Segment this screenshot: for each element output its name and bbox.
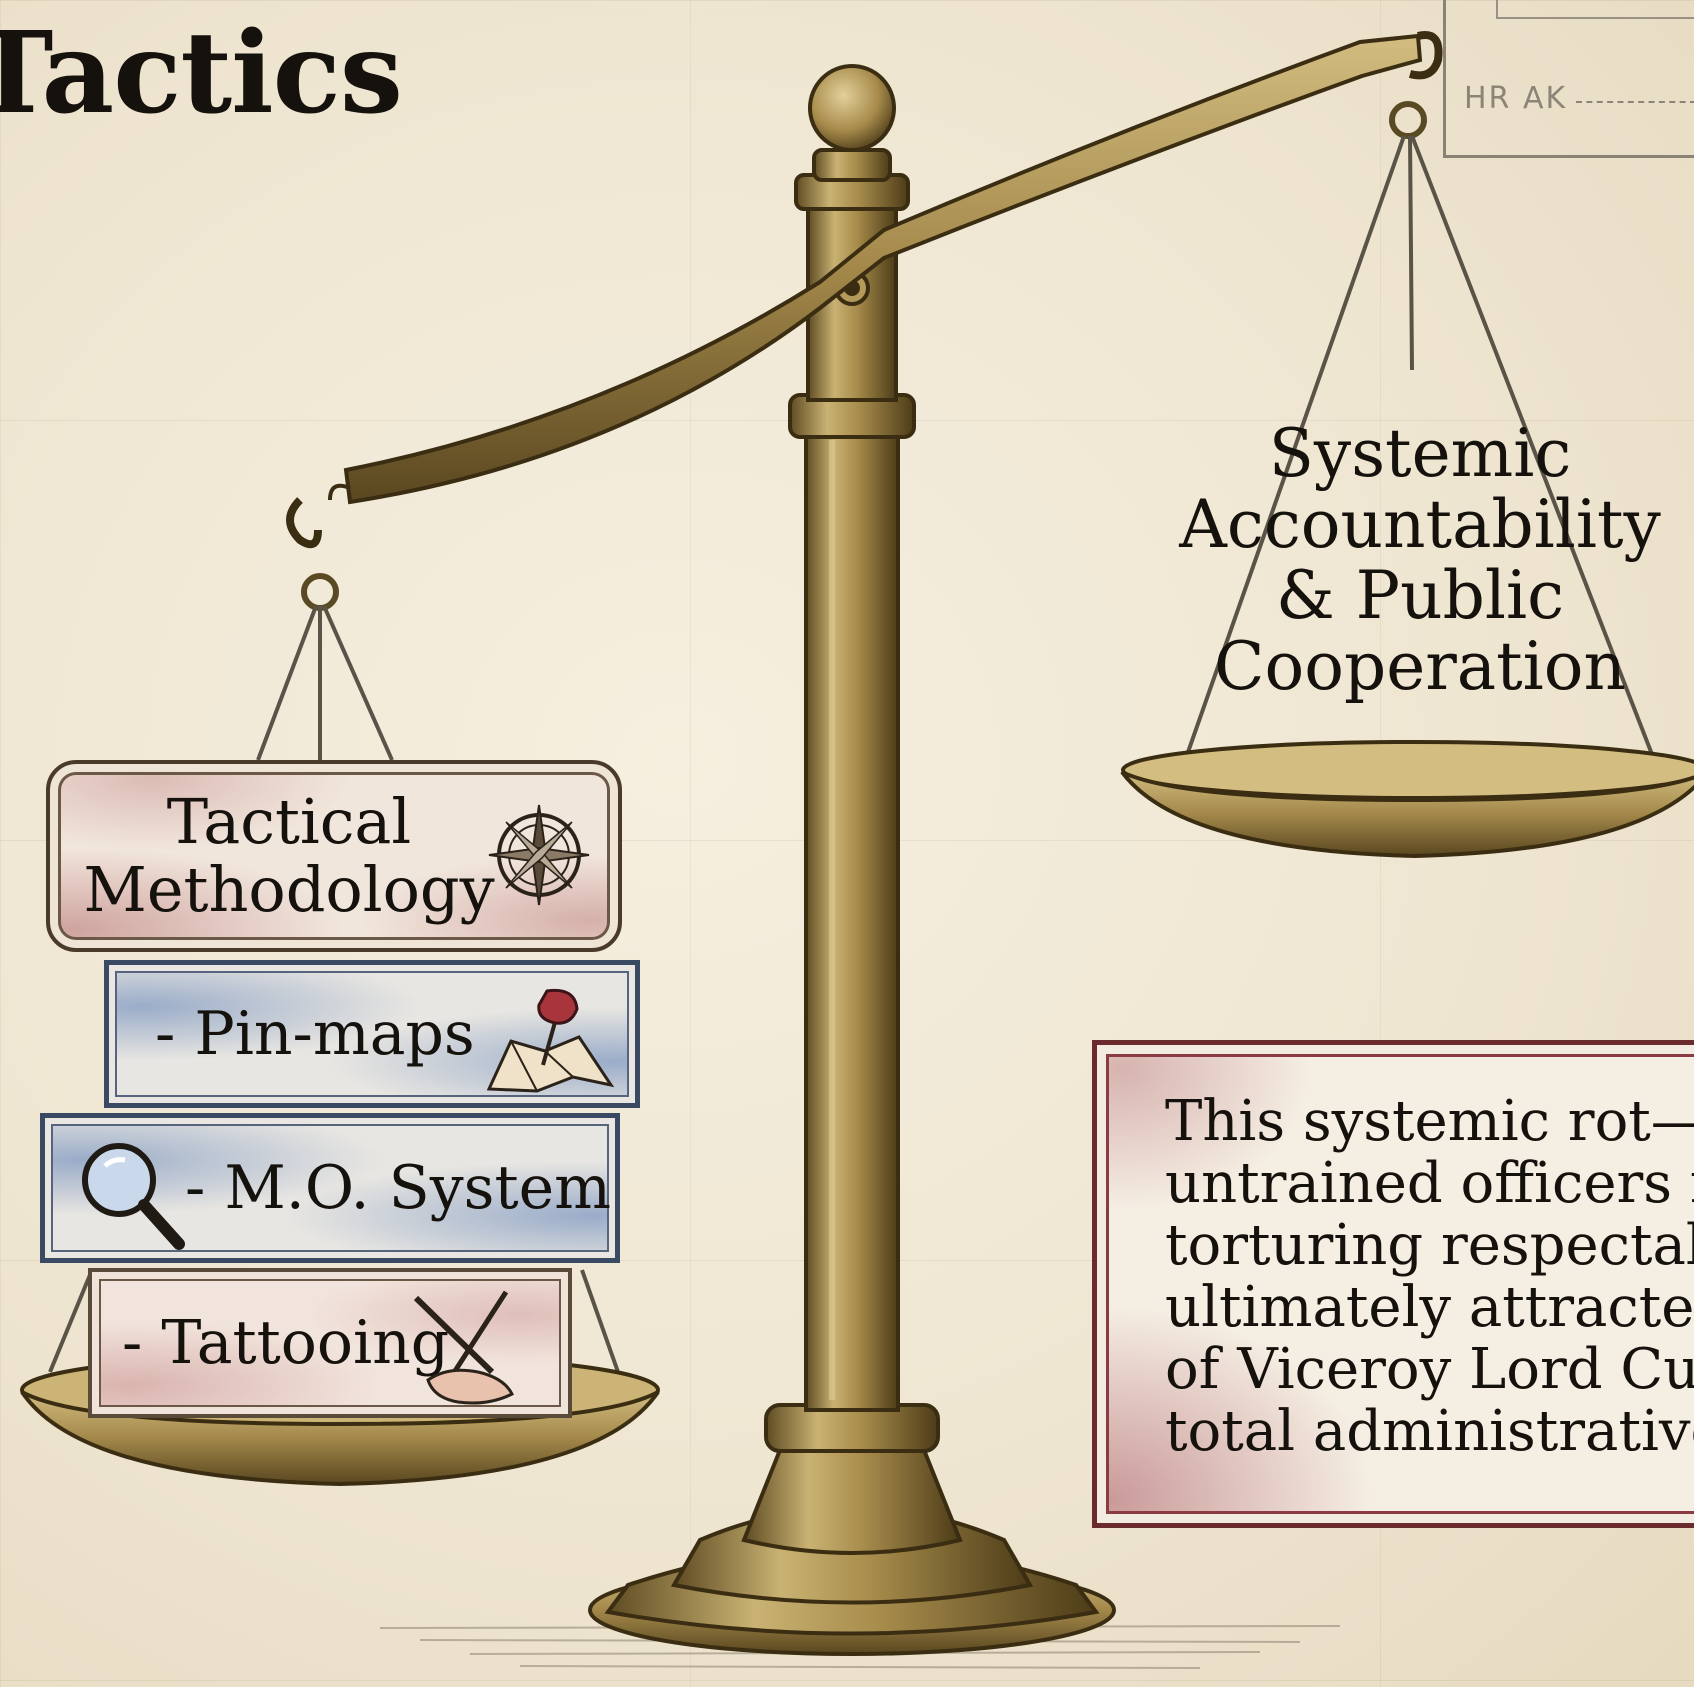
right-pan-label-line: Accountability: [1179, 486, 1661, 563]
right-pan-label-line: Cooperation: [1213, 628, 1627, 705]
scale-base: [588, 1403, 1116, 1656]
pin-maps-plaque: - Pin-maps: [104, 960, 640, 1108]
tactical-methodology-line: Tactical: [166, 785, 412, 858]
right-pan-label-line: Systemic: [1268, 415, 1572, 492]
note-line: torturing respectabl: [1165, 1213, 1694, 1278]
systemic-rot-note: This systemic rot—w untrained officers r…: [1092, 1040, 1694, 1528]
mo-system-plaque: - M.O. System: [40, 1113, 620, 1263]
pin-maps-label: - Pin-maps: [155, 999, 475, 1069]
page-title: Tactics: [0, 8, 403, 139]
scale-beam: [286, 31, 1443, 549]
pushpin-map-icon: [486, 988, 615, 1093]
right-pan-assembly: [1120, 101, 1694, 859]
stamp-inner-frame: [1496, 0, 1694, 19]
stamp-dash-line: [1576, 101, 1694, 103]
scale-column: [788, 64, 916, 1412]
tactical-methodology-label: Tactical Methodology: [83, 788, 494, 924]
note-line: total administrative: [1165, 1399, 1694, 1464]
tattooing-plaque: - Tattooing: [88, 1268, 572, 1418]
note-line: This systemic rot—w: [1165, 1089, 1694, 1154]
magnifying-glass-icon: [82, 1143, 185, 1250]
note-line: untrained officers r: [1165, 1151, 1694, 1216]
note-line: of Viceroy Lord Curz: [1165, 1337, 1694, 1402]
stamp-text: HR AK: [1464, 81, 1568, 116]
note-line: ultimately attracted: [1165, 1275, 1694, 1340]
corner-stamp: HR AK: [1443, 0, 1694, 158]
tattoo-needle-icon: [413, 1290, 515, 1405]
tactical-methodology-line: Methodology: [83, 853, 495, 926]
tattooing-label: - Tattooing: [122, 1308, 450, 1378]
right-pan-label-line: & Public: [1275, 557, 1565, 634]
tactical-methodology-plaque: Tactical Methodology: [46, 760, 622, 952]
compass-rose-icon: [488, 804, 590, 906]
right-pan-label: Systemic Accountability & Public Coopera…: [1150, 418, 1690, 702]
mo-system-label: - M.O. System: [185, 1153, 611, 1223]
